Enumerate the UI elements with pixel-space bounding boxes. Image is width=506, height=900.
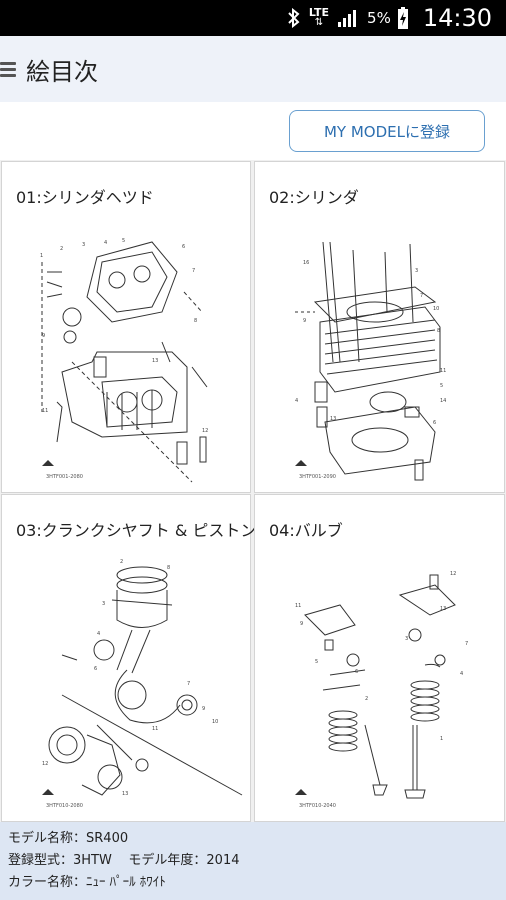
reg-type-label: 登録型式： — [8, 853, 74, 868]
register-my-model-button[interactable]: MY MODELに登録 — [289, 110, 485, 152]
card-title: 03:クランクシヤフト & ピストン — [16, 521, 257, 540]
model-name-label: モデル名称： — [8, 831, 87, 846]
status-bar: LTE ⇅ 5% 14:30 — [0, 0, 506, 36]
cylinder-diagram: 16 3 7 10 8 9 11 5 14 13 6 4 3HTF001-2090 — [295, 241, 446, 481]
svg-text:6: 6 — [355, 669, 358, 675]
toolbar: MY MODELに登録 — [0, 102, 506, 160]
model-year-label: モデル年度： — [128, 853, 207, 868]
color-row: カラー名称：ﾆｭｰ ﾊﾟｰﾙ ﾎﾜｲﾄ — [8, 872, 498, 894]
svg-text:3: 3 — [82, 242, 85, 248]
model-year-value: 2014 — [206, 853, 240, 868]
svg-text:8: 8 — [167, 565, 170, 571]
svg-text:13: 13 — [440, 606, 446, 612]
svg-text:1: 1 — [40, 253, 43, 259]
crankshaft-piston-diagram: 2 8 3 4 6 7 9 10 11 12 13 3HTF010-2080 — [42, 559, 243, 809]
svg-text:13: 13 — [122, 791, 128, 797]
svg-text:9: 9 — [42, 333, 45, 339]
svg-text:6: 6 — [182, 244, 185, 250]
svg-text:11: 11 — [440, 368, 446, 374]
svg-text:11: 11 — [42, 408, 48, 414]
model-name-value: SR400 — [86, 831, 129, 846]
svg-text:8: 8 — [437, 328, 440, 334]
signal-icon — [337, 8, 359, 28]
model-info-footer: モデル名称：SR400 登録型式：3HTW モデル年度：2014 カラー名称：ﾆ… — [0, 822, 506, 900]
svg-text:2: 2 — [60, 246, 63, 252]
svg-text:13: 13 — [330, 416, 336, 422]
lte-arrows-icon: ⇅ — [314, 17, 324, 28]
battery-charging-icon — [397, 7, 409, 29]
svg-text:6: 6 — [433, 420, 436, 426]
svg-text:3: 3 — [415, 268, 418, 274]
card-title: 04:バルブ — [269, 521, 343, 540]
svg-text:13: 13 — [152, 358, 158, 364]
svg-text:9: 9 — [303, 318, 306, 324]
svg-text:11: 11 — [295, 603, 301, 609]
svg-text:11: 11 — [152, 726, 158, 732]
color-value: ﾆｭｰ ﾊﾟｰﾙ ﾎﾜｲﾄ — [86, 875, 166, 890]
app-bar: 絵目次 — [0, 36, 506, 102]
svg-text:14: 14 — [440, 398, 446, 404]
svg-text:2: 2 — [120, 559, 123, 565]
svg-text:7: 7 — [465, 641, 468, 647]
svg-text:3: 3 — [405, 636, 408, 642]
svg-text:4: 4 — [97, 631, 100, 637]
lte-label: LTE — [308, 6, 330, 19]
svg-text:7: 7 — [420, 293, 423, 299]
svg-text:16: 16 — [303, 260, 309, 266]
svg-text:9: 9 — [202, 706, 205, 712]
lte-indicator: LTE ⇅ — [308, 6, 330, 28]
svg-text:3: 3 — [102, 601, 105, 607]
svg-text:4: 4 — [104, 240, 107, 246]
svg-text:2: 2 — [365, 696, 368, 702]
svg-text:7: 7 — [187, 681, 190, 687]
svg-text:4: 4 — [460, 671, 463, 677]
diagram-card-cylinder[interactable]: 02:シリンダ 16 3 7 10 8 9 — [254, 161, 505, 493]
svg-text:4: 4 — [295, 398, 298, 404]
svg-text:10: 10 — [433, 306, 439, 312]
hamburger-menu-icon[interactable] — [0, 61, 16, 77]
svg-text:12: 12 — [202, 428, 208, 434]
page-title: 絵目次 — [26, 57, 98, 86]
color-label: カラー名称： — [8, 875, 87, 890]
svg-text:5: 5 — [122, 238, 125, 244]
svg-text:12: 12 — [450, 571, 456, 577]
battery-percent: 5% — [367, 9, 391, 27]
diagram-code: 3HTF001-2090 — [299, 474, 336, 480]
reg-type-value: 3HTW — [73, 853, 112, 868]
clock: 14:30 — [422, 4, 492, 32]
registration-row: 登録型式：3HTW モデル年度：2014 — [8, 850, 498, 872]
svg-text:5: 5 — [440, 383, 443, 389]
svg-text:12: 12 — [42, 761, 48, 767]
svg-text:9: 9 — [300, 621, 303, 627]
diagram-code: 3HTF001-2080 — [46, 474, 83, 480]
bluetooth-icon — [287, 8, 301, 28]
svg-text:7: 7 — [192, 268, 195, 274]
diagram-card-crankshaft-piston[interactable]: 03:クランクシヤフト & ピストン 2 8 3 — [1, 494, 256, 822]
svg-text:8: 8 — [194, 318, 197, 324]
card-title: 02:シリンダ — [269, 188, 359, 207]
diagram-code: 3HTF010-2040 — [299, 803, 336, 809]
diagram-card-valve[interactable]: 04:バルブ — [254, 494, 505, 822]
card-title: 01:シリンダヘツド — [16, 188, 154, 207]
valve-diagram: 12 13 11 9 3 7 5 6 4 2 1 3HTF010-2040 — [295, 571, 468, 809]
svg-text:6: 6 — [94, 666, 97, 672]
model-name-row: モデル名称：SR400 — [8, 828, 498, 850]
svg-text:5: 5 — [315, 659, 318, 665]
svg-text:1: 1 — [440, 736, 443, 742]
diagram-code: 3HTF010-2080 — [46, 803, 83, 809]
svg-text:10: 10 — [212, 719, 218, 725]
